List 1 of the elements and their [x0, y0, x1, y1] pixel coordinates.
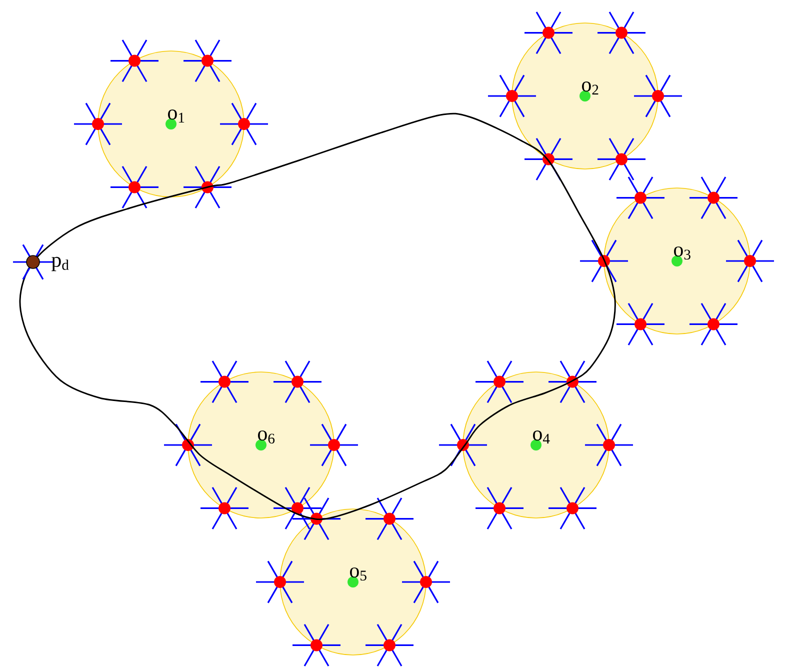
point-label: p$_{d}$ — [52, 256, 69, 272]
